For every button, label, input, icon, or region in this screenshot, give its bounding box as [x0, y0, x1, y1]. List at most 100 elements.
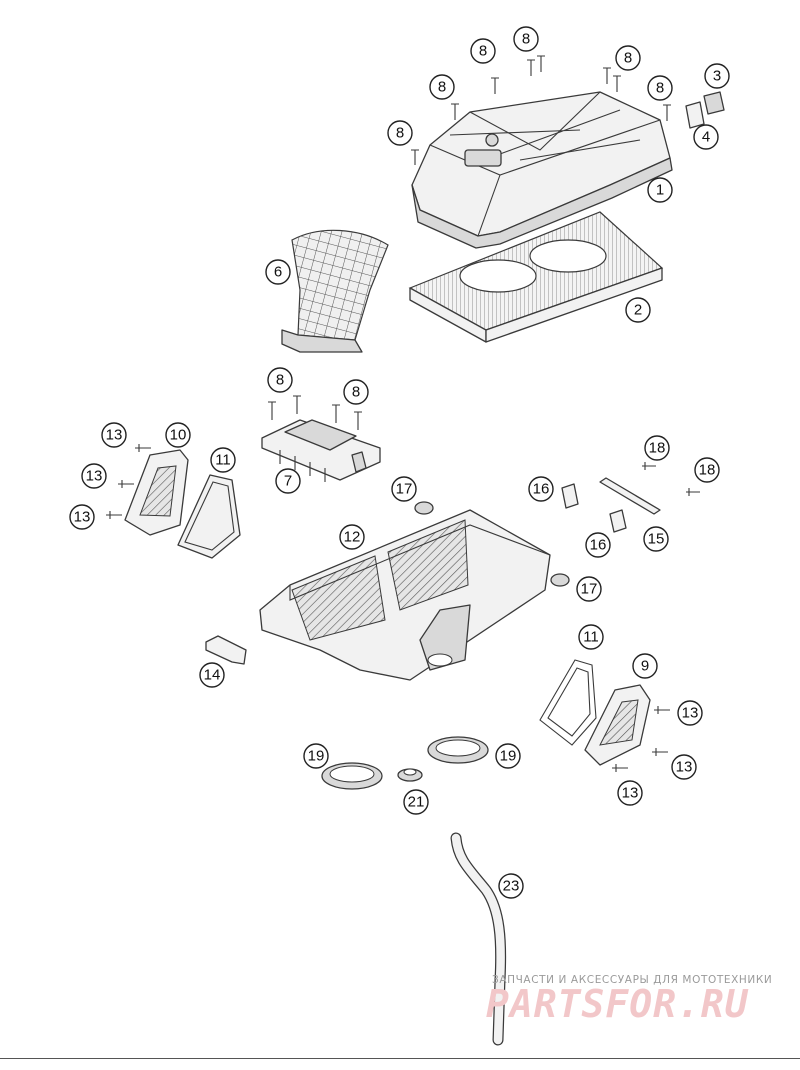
bolts-bracket-left: [106, 444, 151, 519]
callout-8-c: 8: [429, 74, 455, 100]
callout-label: 13: [682, 705, 699, 722]
callout-13-e: 13: [671, 754, 697, 780]
callout-13-d: 13: [677, 700, 703, 726]
callout-label: 7: [284, 473, 292, 490]
callout-label: 13: [676, 759, 693, 776]
callout-label: 6: [274, 264, 282, 281]
callout-8-d: 8: [615, 45, 641, 71]
grommet-lower: [550, 573, 570, 587]
callout-label: 13: [74, 509, 91, 526]
callout-4: 4: [693, 124, 719, 150]
callout-23: 23: [498, 873, 524, 899]
callout-2: 2: [625, 297, 651, 323]
callout-label: 1: [656, 182, 664, 199]
bolts-cover: [411, 55, 671, 165]
ring-right: [427, 736, 489, 764]
callout-9: 9: [632, 653, 658, 679]
callout-19-b: 19: [495, 743, 521, 769]
callout-13-f: 13: [617, 780, 643, 806]
callout-label: 17: [396, 481, 413, 498]
callout-17-b: 17: [576, 576, 602, 602]
callout-label: 3: [713, 68, 721, 85]
callout-label: 18: [699, 462, 716, 479]
callout-label: 14: [204, 667, 221, 684]
callout-1: 1: [647, 177, 673, 203]
callout-13-c: 13: [69, 504, 95, 530]
bottom-divider: [0, 1058, 800, 1059]
watermark-caption: ЗАПЧАСТИ И АКСЕССУАРЫ ДЛЯ МОТОТЕХНИКИ: [492, 974, 773, 986]
callout-label: 11: [215, 452, 231, 469]
callout-label: 8: [352, 384, 360, 401]
gasket-left: [177, 474, 241, 559]
callout-16-a: 16: [528, 476, 554, 502]
callout-label: 17: [581, 581, 598, 598]
callout-8-a: 8: [470, 38, 496, 64]
drain-grommet: [397, 768, 423, 782]
callout-label: 8: [522, 31, 530, 48]
callout-label: 10: [170, 427, 187, 444]
clip-lower: [609, 509, 627, 533]
callout-label: 2: [634, 302, 642, 319]
callout-8-h: 8: [343, 379, 369, 405]
callout-19-a: 19: [303, 743, 329, 769]
callout-17-a: 17: [391, 476, 417, 502]
callout-label: 21: [408, 794, 425, 811]
callout-label: 13: [622, 785, 639, 802]
callout-15: 15: [643, 526, 669, 552]
callout-label: 8: [624, 50, 632, 67]
callout-label: 19: [308, 748, 325, 765]
callout-label: 16: [533, 481, 550, 498]
drain-hose: [450, 832, 507, 1046]
callout-label: 13: [86, 468, 103, 485]
callout-8-b: 8: [513, 26, 539, 52]
callout-12: 12: [339, 524, 365, 550]
callout-18-a: 18: [644, 435, 670, 461]
callout-label: 19: [500, 748, 517, 765]
callout-label: 9: [641, 658, 649, 675]
callout-label: 8: [396, 125, 404, 142]
callout-label: 15: [648, 531, 665, 548]
bolts-bracket-right: [612, 706, 670, 772]
callout-label: 8: [656, 80, 664, 97]
callout-18-b: 18: [694, 457, 720, 483]
bracket-right: [584, 684, 651, 766]
callout-3: 3: [704, 63, 730, 89]
callout-6: 6: [265, 259, 291, 285]
callout-label: 8: [276, 372, 284, 389]
callout-11-a: 11: [210, 447, 236, 473]
callout-13-a: 13: [101, 422, 127, 448]
grommet-upper: [414, 501, 434, 515]
callout-label: 8: [479, 43, 487, 60]
callout-7: 7: [275, 468, 301, 494]
callout-10: 10: [165, 422, 191, 448]
callout-label: 12: [344, 529, 361, 546]
callout-8-g: 8: [267, 367, 293, 393]
strap: [599, 477, 661, 515]
callout-label: 4: [702, 129, 710, 146]
callout-label: 13: [106, 427, 123, 444]
gasket-right: [539, 659, 597, 746]
callout-label: 11: [583, 629, 599, 646]
airbox-housing: [259, 509, 551, 681]
callout-label: 16: [590, 537, 607, 554]
intake-boot: [281, 229, 389, 353]
sensor-clip: [205, 635, 247, 665]
intake-flange: [261, 419, 381, 482]
air-filter: [408, 211, 664, 343]
watermark-logo: PARTSFOR.RU: [486, 982, 749, 1026]
callout-8-f: 8: [387, 120, 413, 146]
callout-8-e: 8: [647, 75, 673, 101]
callout-13-b: 13: [81, 463, 107, 489]
callout-16-b: 16: [585, 532, 611, 558]
ring-left: [321, 762, 383, 790]
screws-strap: [642, 462, 700, 496]
label-plate: [685, 91, 725, 129]
callout-21: 21: [403, 789, 429, 815]
bracket-left: [124, 449, 189, 536]
callout-11-b: 11: [578, 624, 604, 650]
callout-label: 23: [503, 878, 520, 895]
clip-upper: [561, 483, 579, 509]
callout-14: 14: [199, 662, 225, 688]
callout-label: 8: [438, 79, 446, 96]
